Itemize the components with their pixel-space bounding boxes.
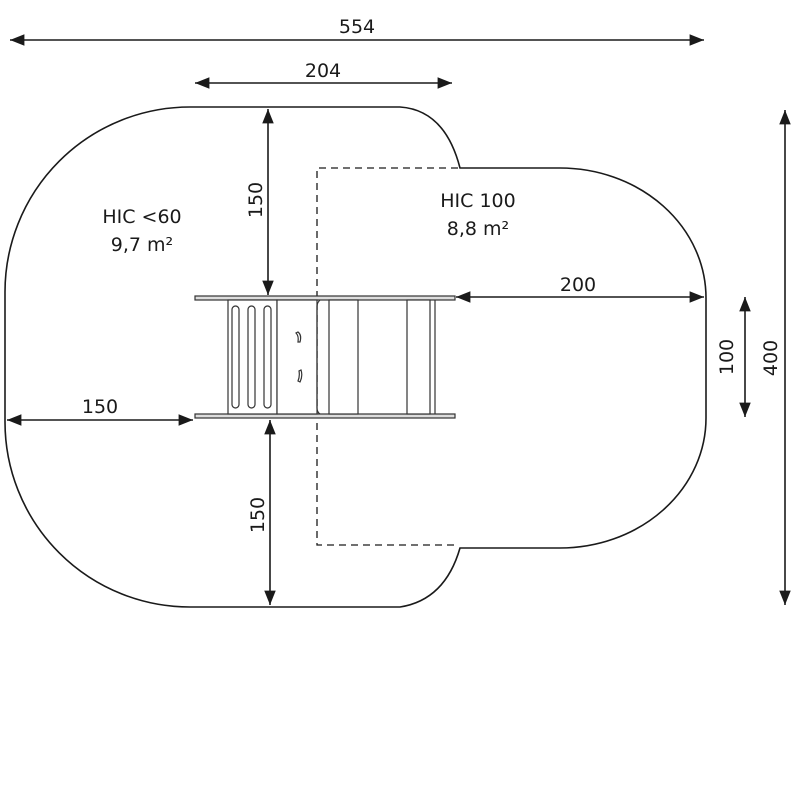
- dim-equipment-width: 204: [305, 60, 341, 82]
- dim-total-width: 554: [339, 16, 375, 38]
- dim-right-clearance: 200: [560, 274, 596, 296]
- dim-bottom-clearance: 150: [247, 497, 269, 533]
- left-zone-hic: HIC <60: [102, 206, 181, 228]
- left-zone-area: 9,7 m²: [111, 234, 173, 256]
- dim-equipment-depth: 100: [716, 339, 738, 375]
- play-equipment: [194, 295, 456, 419]
- dim-total-depth: 400: [760, 340, 782, 376]
- safety-zone-outline: [4, 106, 707, 608]
- dim-top-clearance: 150: [245, 182, 267, 218]
- right-zone-area: 8,8 m²: [447, 218, 509, 240]
- dim-left-clearance: 150: [82, 396, 118, 418]
- right-zone-hic: HIC 100: [440, 190, 515, 212]
